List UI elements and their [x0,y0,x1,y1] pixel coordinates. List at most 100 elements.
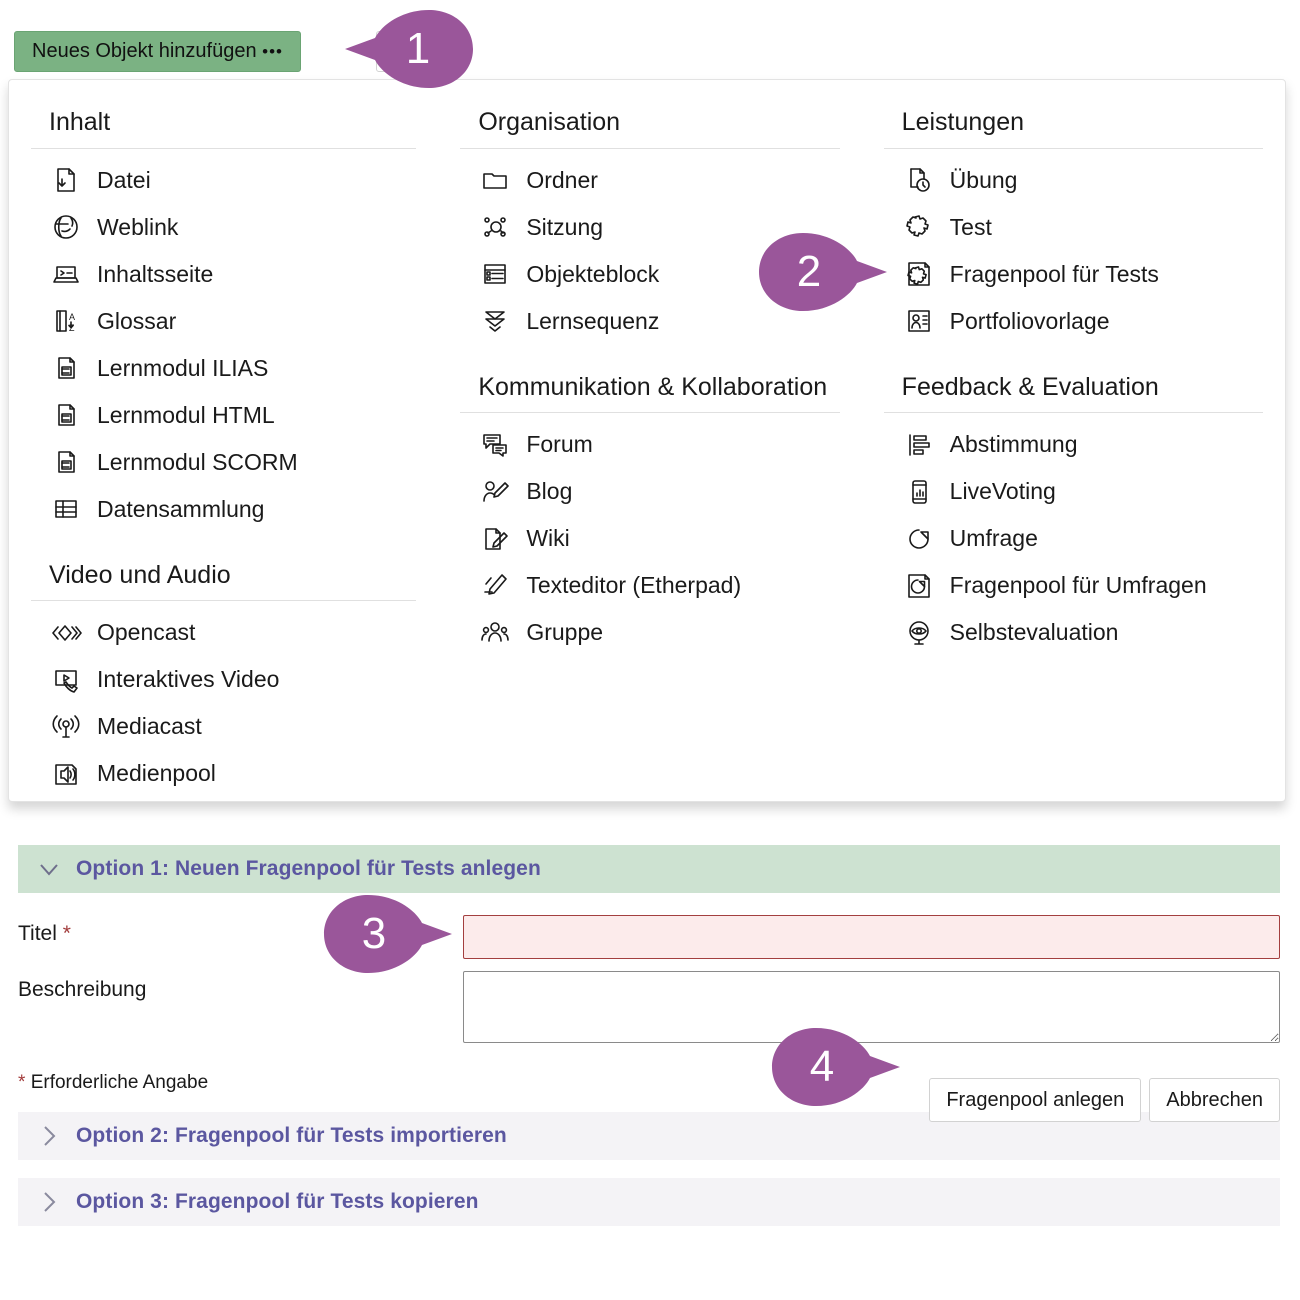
required-hint: * Erforderliche Angabe [18,1072,208,1094]
menu-item-label: Inhaltsseite [97,260,214,287]
required-asterisk: * [62,922,71,945]
menu-item-forum[interactable]: Forum [460,421,839,468]
menu-item-label: Lernsequenz [526,307,660,334]
file-download-icon [49,165,83,195]
accordion-title-option-3: Option 3: Fragenpool für Tests kopieren [76,1190,479,1213]
blog-icon [478,477,512,507]
menu-item-bung[interactable]: Übung [884,157,1263,204]
menu-item-fragenpool-f-r-umfragen[interactable]: Fragenpool für Umfragen [884,562,1263,609]
menu-item-label: Umfrage [949,525,1038,551]
menu-item-lernmodul-ilias[interactable]: Lernmodul ILIAS [31,345,416,392]
menu-group-divider [31,147,417,149]
group-icon [478,618,512,648]
accordion-spacer-2 [18,1160,1280,1178]
ellipsis-icon: ••• [262,42,284,61]
title-field-control [463,915,1280,959]
menu-item-label: Opencast [97,619,196,645]
survey-pool-icon [902,571,936,601]
menu-item-opencast[interactable]: Opencast [31,609,416,656]
table-grid-icon [49,494,83,524]
create-question-pool-button[interactable]: Fragenpool anlegen [929,1078,1142,1122]
menu-group-divider [460,147,840,149]
menu-item-label: Ordner [526,166,598,193]
menu-item-label: Test [949,213,992,240]
chevron-right-icon [36,1189,62,1215]
menu-item-portfoliovorlage[interactable]: Portfoliovorlage [884,298,1263,345]
cancel-button-label: Abbrechen [1166,1089,1263,1111]
menu-item-label: Fragenpool für Umfragen [949,572,1207,598]
menu-item-inhaltsseite[interactable]: Inhaltsseite [31,251,416,298]
menu-item-label: Forum [526,431,593,457]
svg-text:A: A [69,312,75,322]
menu-item-selbstevaluation[interactable]: Selbstevaluation [884,609,1263,656]
menu-item-abstimmung[interactable]: Abstimmung [884,421,1263,468]
menu-item-label: Abstimmung [949,431,1078,457]
portfolio-template-icon [902,306,936,336]
menu-group-title: Feedback & Evaluation [901,372,1159,401]
required-hint-asterisk: * [18,1072,26,1093]
content-page-icon [49,259,83,289]
menu-item-lernsequenz[interactable]: Lernsequenz [460,298,839,345]
menu-item-label: Fragenpool für Tests [949,260,1159,287]
add-new-object-button[interactable]: Neues Objekt hinzufügen ••• [14,31,302,72]
survey-pie-icon [902,524,936,554]
menu-item-sitzung[interactable]: Sitzung [460,204,839,251]
create-button-label: Fragenpool anlegen [946,1089,1125,1111]
menu-item-gruppe[interactable]: Gruppe [460,609,839,656]
menu-item-blog[interactable]: Blog [460,468,839,515]
cancel-button[interactable]: Abbrechen [1149,1078,1280,1122]
menu-item-label: Gruppe [526,619,604,645]
menu-item-medienpool[interactable]: Medienpool [31,750,416,797]
menu-item-label: Interaktives Video [97,666,280,692]
exercise-clock-icon [902,165,936,195]
form-footer: * Erforderliche Angabe [18,1072,1280,1094]
menu-group-spacer [31,533,416,561]
accordion-header-option-1[interactable]: Option 1: Neuen Fragenpool für Tests anl… [18,845,1280,893]
menu-item-ordner[interactable]: Ordner [460,157,839,204]
menu-item-label: Datensammlung [97,495,265,522]
menu-group-title: Kommunikation & Kollaboration [478,372,828,401]
toolbar: Neues Objekt hinzufügen ••• alten [0,0,1300,88]
menu-item-interaktives-video[interactable]: Interaktives Video [31,656,416,703]
create-question-pool-form: Titel * Beschreibung * Erforderliche [18,893,1280,1122]
menu-item-datensammlung[interactable]: Datensammlung [31,486,416,533]
globe-link-icon [49,212,83,242]
menu-item-label: Lernmodul HTML [97,401,275,428]
menu-item-mediacast[interactable]: Mediacast [31,703,416,750]
menu-item-lernmodul-scorm[interactable]: Lernmodul SCORM [31,439,416,486]
menu-item-livevoting[interactable]: LiveVoting [884,468,1263,515]
interactive-video-icon [49,665,83,695]
menu-item-test[interactable]: Test [884,204,1263,251]
description-textarea[interactable] [463,971,1280,1043]
accordion-header-option-3[interactable]: Option 3: Fragenpool für Tests kopieren [18,1178,1280,1226]
menu-group-title: Video und Audio [49,560,231,589]
forum-icon [478,430,512,460]
menu-item-wiki[interactable]: Wiki [460,515,839,562]
menu-item-umfrage[interactable]: Umfrage [884,515,1263,562]
options-accordion: Option 1: Neuen Fragenpool für Tests anl… [18,845,1280,1226]
svg-text:Z: Z [69,323,75,333]
menu-item-lernmodul-html[interactable]: Lernmodul HTML [31,392,416,439]
description-label-text: Beschreibung [18,978,147,1001]
required-hint-text: Erforderliche Angabe [30,1072,209,1093]
menu-item-label: Übung [949,166,1018,193]
menu-group-divider [460,412,840,413]
menu-item-texteditor-etherpad[interactable]: Texteditor (Etherpad) [460,562,839,609]
title-input[interactable] [463,915,1280,959]
menu-item-objekteblock[interactable]: Objekteblock [460,251,839,298]
menu-group-divider [883,412,1264,413]
learning-module-icon [49,353,83,383]
menu-item-weblink[interactable]: Weblink [31,204,416,251]
menu-item-label: Weblink [97,213,179,240]
menu-item-datei[interactable]: Datei [31,157,416,204]
menu-item-label: Lernmodul SCORM [97,448,298,475]
menu-item-label: Objekteblock [526,260,660,287]
menu-item-fragenpool-f-r-tests[interactable]: Fragenpool für Tests [884,251,1263,298]
menu-group-spacer [884,345,1263,373]
accordion-title-option-2: Option 2: Fragenpool für Tests importier… [76,1124,507,1147]
